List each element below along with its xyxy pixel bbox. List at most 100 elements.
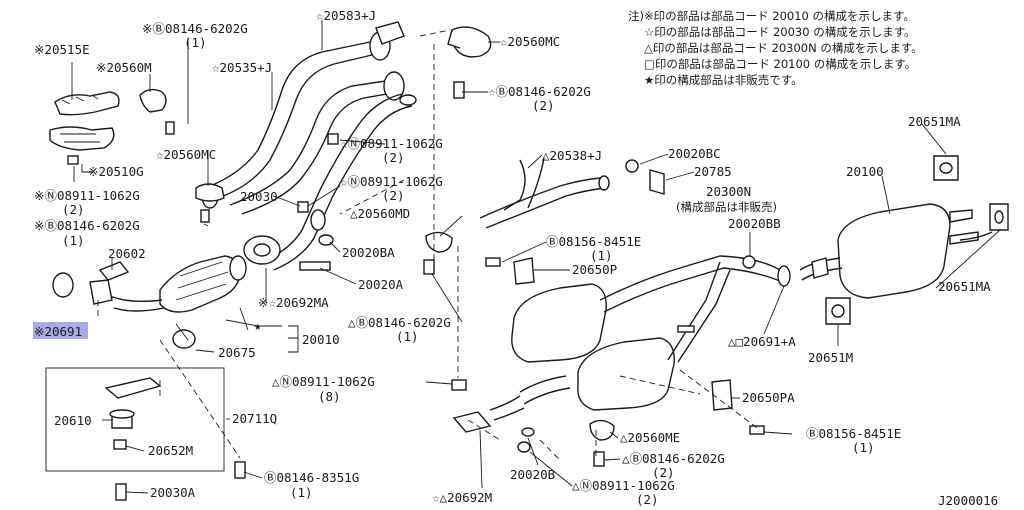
gasket-20020bb[interactable] [742,255,756,269]
nut-08911-bottom-b[interactable] [517,441,531,453]
mount-rubber-20610[interactable] [109,409,135,429]
label-20650pa: 20650PA [742,390,795,405]
clamp-20560md[interactable] [425,231,453,253]
bolt-08156-top[interactable] [485,257,501,267]
bracket-20300n[interactable] [677,325,695,333]
label-08911-1062g-mid: ☆Ⓝ08911-1062G [340,136,443,151]
label-20651m: 20651M [808,350,853,365]
label-20650p: 20650P [572,262,617,277]
leader-lines [71,20,1001,494]
nut-08911-mid[interactable] [327,133,339,145]
label-08156-8451e-top: Ⓑ08156-8451E [546,234,641,249]
label-20510g: ※20510G [88,164,144,179]
label-20785: 20785 [694,164,732,179]
label-08146-6202g-top: ※Ⓑ08146-6202G [142,21,248,36]
gasket-20020b[interactable] [521,427,535,437]
label-08146-6202g-left: ※Ⓑ08146-6202G [34,218,140,233]
washer-20652m[interactable] [113,439,127,450]
note-line-5: ★印の構成部品は非販売です。 [644,73,803,87]
label-08911-1062g-bottom-b-qty: (2) [636,492,659,507]
label-20535j: ☆20535+J [212,60,272,75]
heat-shield-20515e[interactable] [54,91,120,116]
hanger-20650pa[interactable] [711,379,733,411]
label-08146-6202g-right: ☆Ⓑ08146-6202G [488,84,591,99]
label-08146-8351g-qty: (1) [290,485,313,500]
label-08146-6202g-bottom: △Ⓑ08146-6202G [622,451,725,466]
label-20560mc-left: ☆20560MC [156,147,216,162]
bolt-08146-bottom[interactable] [593,451,605,467]
clamp-20560me[interactable] [589,419,615,441]
gasket-20020bc[interactable] [625,159,639,173]
bolt-08146-top[interactable] [165,121,175,135]
label-20538j: △20538+J [542,148,602,163]
main-muffler-20100[interactable] [799,203,993,299]
gasket-20691[interactable] [52,272,74,298]
label-20651ma-right: 20651MA [938,279,991,294]
label-20030a: 20030A [150,485,196,500]
gasket-20675[interactable] [172,329,196,349]
bolt-08156-bottom[interactable] [749,425,765,435]
label-08146-8351g: Ⓑ08146-8351G [264,470,359,485]
label-08146-6202g-right-qty: (2) [532,98,555,113]
catalytic-converter-20602[interactable] [89,255,247,313]
y-pipe-20538[interactable] [479,157,610,229]
label-08911-1062g-left: ※Ⓝ08911-1062G [34,188,140,203]
label-08911-1062g-left-qty: (2) [62,202,85,217]
label-20300n-note: (構成部品は非販売) [676,200,777,214]
gasket-20020ba[interactable] [318,234,334,246]
label-20560m: ※20560M [96,60,152,75]
label-08911-1062g-bottom-b: △Ⓝ08911-1062G [572,478,675,493]
hanger-20650p[interactable] [513,257,535,285]
bolt-20030a[interactable] [115,483,127,501]
label-20030-top: 20030 [240,189,278,204]
legend-notes: 注)※印の部品は部品コード 20010 の構成を示します。 ☆印の部品は部品コー… [628,9,923,87]
bracket-20602[interactable] [98,261,130,281]
nut-08911-left[interactable] [67,155,79,165]
label-08156-8451e-bottom: Ⓑ08156-8451E [806,426,901,441]
mounting-bracket-20560m[interactable] [139,88,167,113]
label-20675: 20675 [218,345,256,360]
bracket-assembly-box [45,367,225,472]
label-20020ba: 20020BA [342,245,395,260]
center-pipe-20030[interactable] [243,93,413,271]
nut-08911-bottom[interactable] [451,379,467,391]
clamp-20560mc-top[interactable] [447,26,492,58]
label-20602: 20602 [108,246,146,261]
gasket-20691a[interactable] [777,265,791,287]
label-20692m: ☆△20692M [432,490,492,505]
label-08911-1062g-center: ☆Ⓝ08911-1062G [340,174,443,189]
label-20100: 20100 [846,164,884,179]
label-08146-6202g-center: △Ⓑ08146-6202G [348,315,451,330]
bolt-08146-center[interactable] [423,259,435,275]
heat-shield-20510g[interactable] [49,126,115,151]
label-08911-1062g-bottom-qty: (8) [318,389,341,404]
bracket-20583[interactable] [375,21,405,45]
label-20020bc: 20020BC [668,146,721,161]
label-20691a: △□20691+A [728,334,796,349]
label-20560md: △20560MD [350,206,410,221]
label-20020b: 20020B [510,467,555,482]
label-20583j: ☆20583+J [316,8,376,23]
stud-20020a[interactable] [299,261,331,271]
bolt-08146-right[interactable] [453,81,465,99]
gasket-upper[interactable] [399,94,417,106]
note-line-2: ☆印の部品は部品コード 20030 の構成を示します。 [644,25,916,39]
clamp-20560mc-left[interactable] [195,183,225,202]
bracket-20711q[interactable] [104,377,162,399]
nut-08911-center[interactable] [297,201,309,213]
bolt-08146-left[interactable] [200,209,210,223]
label-20560me: △20560ME [620,430,680,445]
clamp-20100[interactable] [811,257,829,279]
label-20691: ※20691 [34,324,82,339]
bolt-08146-8351g[interactable] [234,461,246,479]
label-08911-1062g-bottom: △Ⓝ08911-1062G [272,374,375,389]
bracket-20785[interactable] [649,169,665,195]
center-muffler-20300n[interactable] [489,255,783,421]
label-20610: 20610 [54,413,92,428]
label-20020bb: 20020BB [728,216,781,231]
star-marker: ★ [254,318,262,333]
label-08156-8451e-top-qty: (1) [590,248,613,263]
label-08911-1062g-mid-qty: (2) [382,150,405,165]
